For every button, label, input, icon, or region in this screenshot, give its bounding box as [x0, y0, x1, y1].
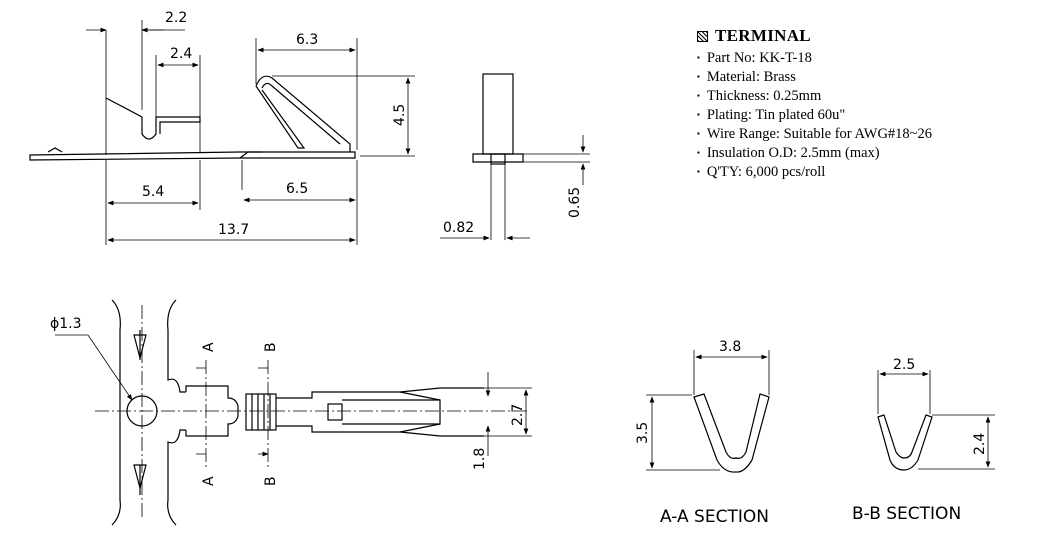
dim-0-82: 0.82	[443, 220, 474, 236]
spec-list: Part No: KK-T-18 Material: Brass Thickne…	[697, 49, 932, 181]
dim-2-7: 2.7	[510, 404, 526, 426]
dim-hole: ϕ1.3	[50, 316, 82, 332]
dim-6-5: 6.5	[286, 181, 308, 197]
spec-item-qty: Q'TY: 6,000 pcs/roll	[697, 163, 932, 182]
label-b-top: B	[263, 342, 279, 352]
label-b-bottom: B	[263, 476, 279, 486]
spec-item-part-no: Part No: KK-T-18	[697, 49, 932, 68]
end-view: 0.82 0.65	[440, 73, 590, 241]
spec-item-wire-range: Wire Range: Suitable for AWG#18~26	[697, 125, 932, 144]
spec-block: TERMINAL Part No: KK-T-18 Material: Bras…	[697, 26, 932, 181]
plan-view: A A B B ϕ1.3 2.7 1.8	[50, 299, 532, 526]
spec-item-material: Material: Brass	[697, 68, 932, 87]
dim-6-3: 6.3	[296, 32, 318, 48]
label-a-bottom: A	[201, 476, 217, 486]
dim-13-7: 13.7	[218, 222, 249, 238]
spec-title: TERMINAL	[715, 26, 811, 45]
dim-2-4: 2.4	[170, 46, 192, 62]
dim-5-4: 5.4	[142, 184, 164, 200]
aa-width: 3.8	[719, 339, 741, 355]
spec-item-insulation: Insulation O.D: 2.5mm (max)	[697, 144, 932, 163]
bb-width: 2.5	[893, 357, 915, 373]
spec-item-plating: Plating: Tin plated 60u"	[697, 106, 932, 125]
bb-height: 2.4	[972, 433, 988, 455]
aa-height: 3.5	[635, 422, 651, 444]
dim-4-5: 4.5	[392, 104, 408, 126]
bullet-square-icon	[697, 30, 708, 42]
dim-2-2: 2.2	[165, 10, 187, 26]
section-a-a: 3.8 3.5 A-A SECTION	[635, 339, 770, 527]
aa-caption: A-A SECTION	[660, 507, 769, 527]
section-b-b: 2.5 2.4 B-B SECTION	[852, 357, 995, 524]
side-view: 2.2 2.4 6.3 4.5 5.4 6.5 13.7	[29, 10, 415, 245]
dim-1-8: 1.8	[472, 448, 488, 470]
bb-caption: B-B SECTION	[852, 504, 961, 524]
label-a-top: A	[201, 342, 217, 352]
spec-heading: TERMINAL	[697, 26, 932, 46]
spec-item-thickness: Thickness: 0.25mm	[697, 87, 932, 106]
dim-0-65: 0.65	[567, 187, 583, 218]
